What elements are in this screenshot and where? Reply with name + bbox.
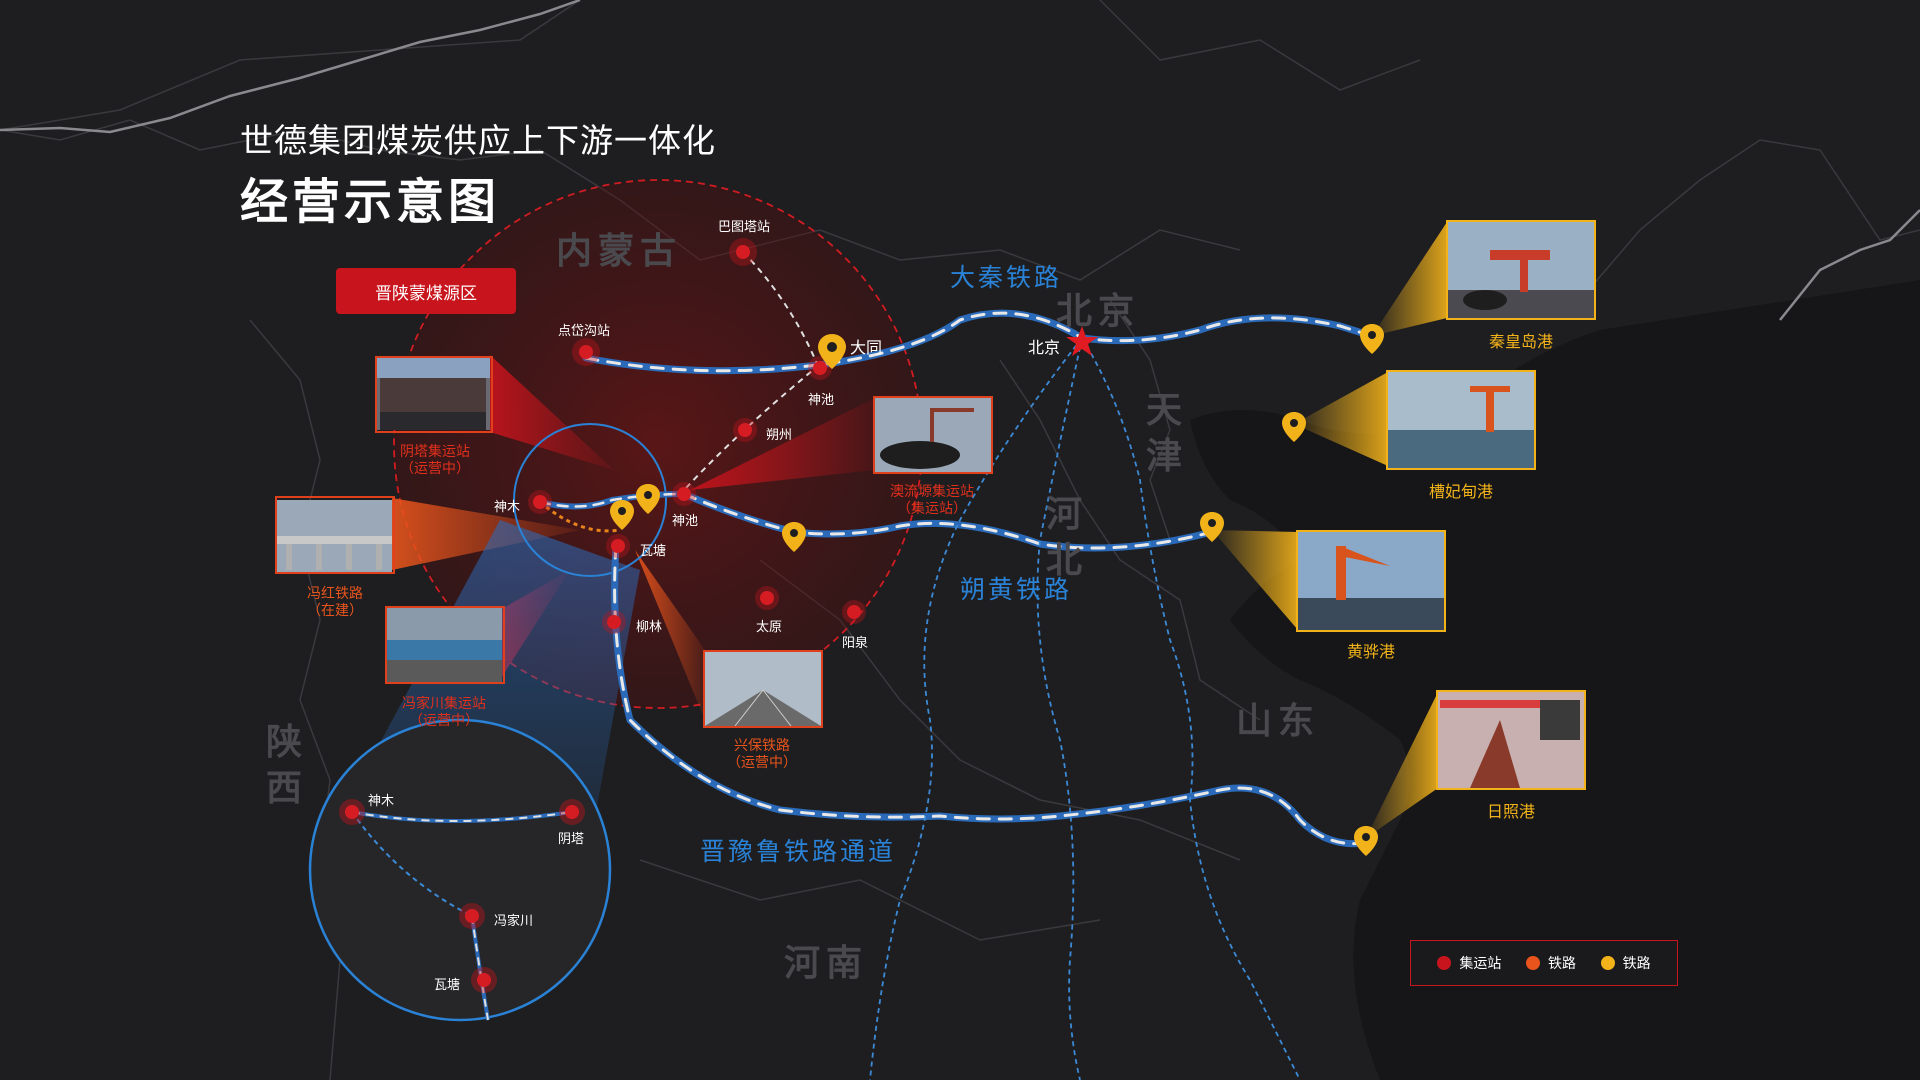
station-taiyuan: 太原 [756,620,783,635]
legend-label: 铁路 [1622,956,1651,972]
caption-fenghong-name: 冯红铁路 [307,586,363,602]
station-shenchi-top: 神池 [808,393,835,408]
beam-caofeidian [1294,372,1388,466]
fenghong-line [539,500,621,533]
station-liulin: 柳林 [636,620,663,635]
photo-xingbao-scene [705,652,821,727]
inset-label-wata: 瓦塘 [434,978,461,993]
title-line2: 经营示意图 [240,174,501,230]
caption-fengjiachuan-name: 冯家川集运站 [402,696,486,712]
photo-xingbao [703,650,823,728]
region-tianjin: 天津 [1146,390,1189,477]
photo-rizhao [1436,690,1586,790]
caption-xingbao-status: （运营中） [727,755,797,771]
station-shenchi: 神池 [672,514,699,529]
caption-xingbao-name: 兴保铁路 [734,738,790,754]
photo-yinta-scene [376,358,490,430]
legend-dot-yellow [1600,956,1615,970]
caption-xingbao: 兴保铁路 （运营中） [702,738,822,772]
photo-fengjiachuan [385,606,505,684]
caption-yinta: 阴塔集运站 （运营中） [380,444,490,478]
inset-map [308,718,612,1022]
station-datong: 大同 [850,338,883,357]
photo-huanghua [1296,530,1446,632]
region-shandong: 山东 [1236,701,1321,742]
inset-dots [339,799,585,993]
caption-aoliu-name: 澳流塬集运站 [890,484,974,500]
railway-label-shuohuang: 朔黄铁路 [960,575,1073,604]
caption-fenghong-status: （在建） [307,603,363,619]
station-dots [528,238,866,634]
legend-label: 铁路 [1547,956,1576,972]
beam-rizhao [1366,692,1438,838]
station-beijing: 北京 [1028,338,1061,357]
station-shenmu: 神木 [494,500,521,515]
title-line1: 世德集团煤炭供应上下游一体化 [240,121,716,160]
region-henan: 河南 [784,943,869,984]
region-hebei: 河北 [1046,494,1089,581]
caption-fengjiachuan-status: （运营中） [409,713,479,729]
caption-yinta-name: 阴塔集运站 [400,444,470,460]
station-shuozhou: 朔州 [766,428,793,443]
legend-item: 铁路 [1600,953,1651,973]
photo-huanghua-scene [1298,532,1444,630]
inset-label-shenmu: 神木 [368,794,395,809]
border-bright [0,0,581,134]
beam-aoliu [690,398,875,490]
inset-label-yinta: 阴塔 [558,832,585,847]
port-rizhao: 日照港 [1486,802,1535,821]
inset-label-fengjiachuan: 冯家川 [494,914,534,929]
beam-fenghong [392,498,580,570]
caption-aoliu: 澳流塬集运站 （集运站） [872,484,992,518]
region-shaanxi: 陕西 [266,722,309,809]
legend-item: 集运站 [1437,953,1501,973]
station-yangquan: 阳泉 [842,636,869,651]
station-batata: 巴图塔站 [718,220,771,235]
caption-fenghong: 冯红铁路 （在建） [280,586,390,620]
photo-caofeidian-scene [1388,372,1534,468]
legend-item: 铁路 [1525,953,1576,973]
branch-lines [685,251,819,489]
caption-fengjiachuan: 冯家川集运站 （运营中） [384,696,504,730]
photo-rizhao-scene [1438,692,1584,788]
beam-qinhuangdao [1372,222,1447,336]
coal-source-badge: 晋陕蒙煤源区 [336,268,516,314]
shenmu-highlight-circle [513,423,667,577]
legend-label: 集运站 [1459,956,1502,972]
caption-aoliu-status: （集运站） [897,501,967,517]
station-wata: 瓦塘 [640,544,667,559]
port-qinhuangdao: 秦皇岛港 [1488,332,1553,351]
border-bright-right [1779,209,1920,321]
legend-dot-orange [1525,956,1540,970]
photo-qinhuangdao [1446,220,1596,320]
beam-yinta [490,355,614,470]
region-beijing: 北京 [1056,291,1141,332]
legend: 集运站 铁路 铁路 [1410,940,1678,986]
beijing-lines [869,337,1301,1080]
photo-qinhuangdao-scene [1448,222,1594,318]
railway-label-jinyulu: 晋豫鲁铁路通道 [700,837,897,866]
station-dianda: 点岱沟站 [558,324,611,339]
region-neimenggu: 内蒙古 [556,231,683,272]
photo-caofeidian [1386,370,1536,470]
legend-dot-red [1437,956,1452,970]
photo-aoliu [873,396,993,474]
beam-huanghua [1212,530,1298,630]
beam-xingbao [635,550,705,720]
railway-label-daqin: 大秦铁路 [950,263,1063,292]
port-huanghua: 黄骅港 [1346,642,1395,661]
photo-fenghong [275,496,395,574]
beijing-star-icon [1066,326,1098,356]
photo-fengjiachuan-scene [386,608,502,682]
sea-area [1190,280,1920,1080]
photo-fenghong-scene [276,500,392,572]
photo-yinta [375,356,493,433]
caption-yinta-status: （运营中） [400,461,470,477]
railways [537,309,1376,848]
pin-holes [618,331,1376,841]
photo-aoliu-scene [875,398,991,472]
port-caofeidian: 槽妃甸港 [1428,482,1493,501]
